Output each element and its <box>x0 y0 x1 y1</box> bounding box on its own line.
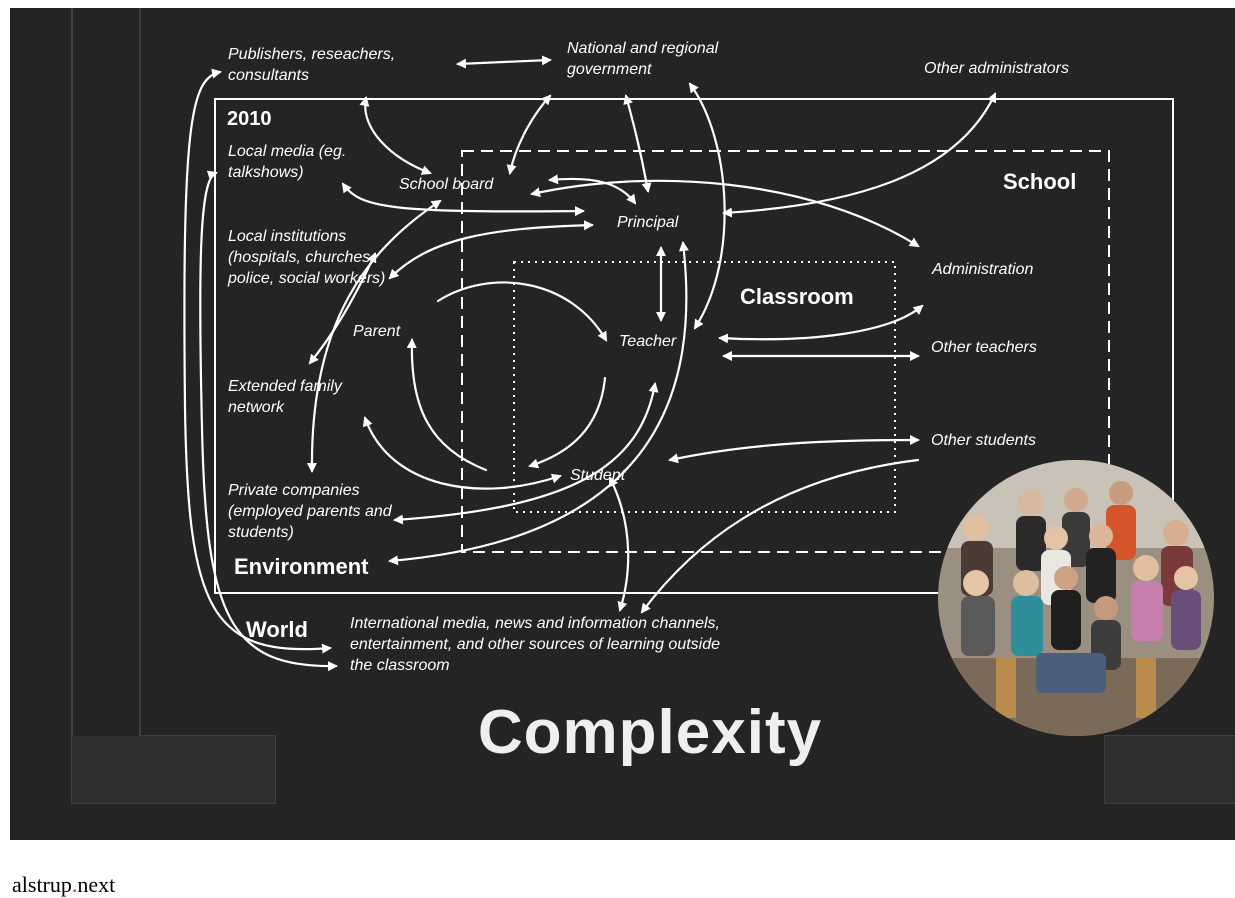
node-other-teachers: Other teachers <box>931 339 1037 356</box>
node-government: National and regional government <box>567 40 719 78</box>
footer-brand: alstrup.next <box>12 872 115 898</box>
zone-environment-label: Environment <box>234 554 369 579</box>
classroom-box <box>513 261 896 513</box>
node-principal: Principal <box>617 214 679 231</box>
brand-separator: . <box>71 872 78 897</box>
node-teacher: Teacher <box>619 333 677 350</box>
slide-frame-decoration <box>71 8 1235 804</box>
node-parent: Parent <box>353 323 401 340</box>
node-international-media: International media, news and informatio… <box>350 615 721 674</box>
node-administration: Administration <box>932 261 1034 278</box>
diagram-canvas <box>71 8 1235 804</box>
node-student: Student <box>570 467 626 484</box>
zone-world-label: World <box>246 617 308 642</box>
brand-left: alstrup <box>12 872 72 897</box>
slide: Publishers, reseachers, consultants Nati… <box>10 8 1235 840</box>
node-other-administrators: Other administrators <box>924 60 1069 77</box>
zone-classroom-label: Classroom <box>740 284 854 309</box>
students-group-photo <box>938 460 1214 736</box>
node-school-board: School board <box>399 176 494 193</box>
node-local-media: Local media (eg. talkshows) <box>228 143 347 181</box>
node-local-institutions: Local institutions (hospitals, churches,… <box>228 228 386 287</box>
node-extended-family: Extended family network <box>228 378 342 416</box>
zone-school-label: School <box>1003 169 1077 194</box>
node-other-students: Other students <box>931 432 1036 449</box>
node-private-companies: Private companies (employed parents and … <box>228 482 392 541</box>
node-publishers: Publishers, reseachers, consultants <box>228 46 396 84</box>
year-label: 2010 <box>227 108 272 130</box>
brand-right: next <box>77 872 116 897</box>
relationship-arrows <box>183 55 997 672</box>
slide-title: Complexity <box>477 698 823 767</box>
